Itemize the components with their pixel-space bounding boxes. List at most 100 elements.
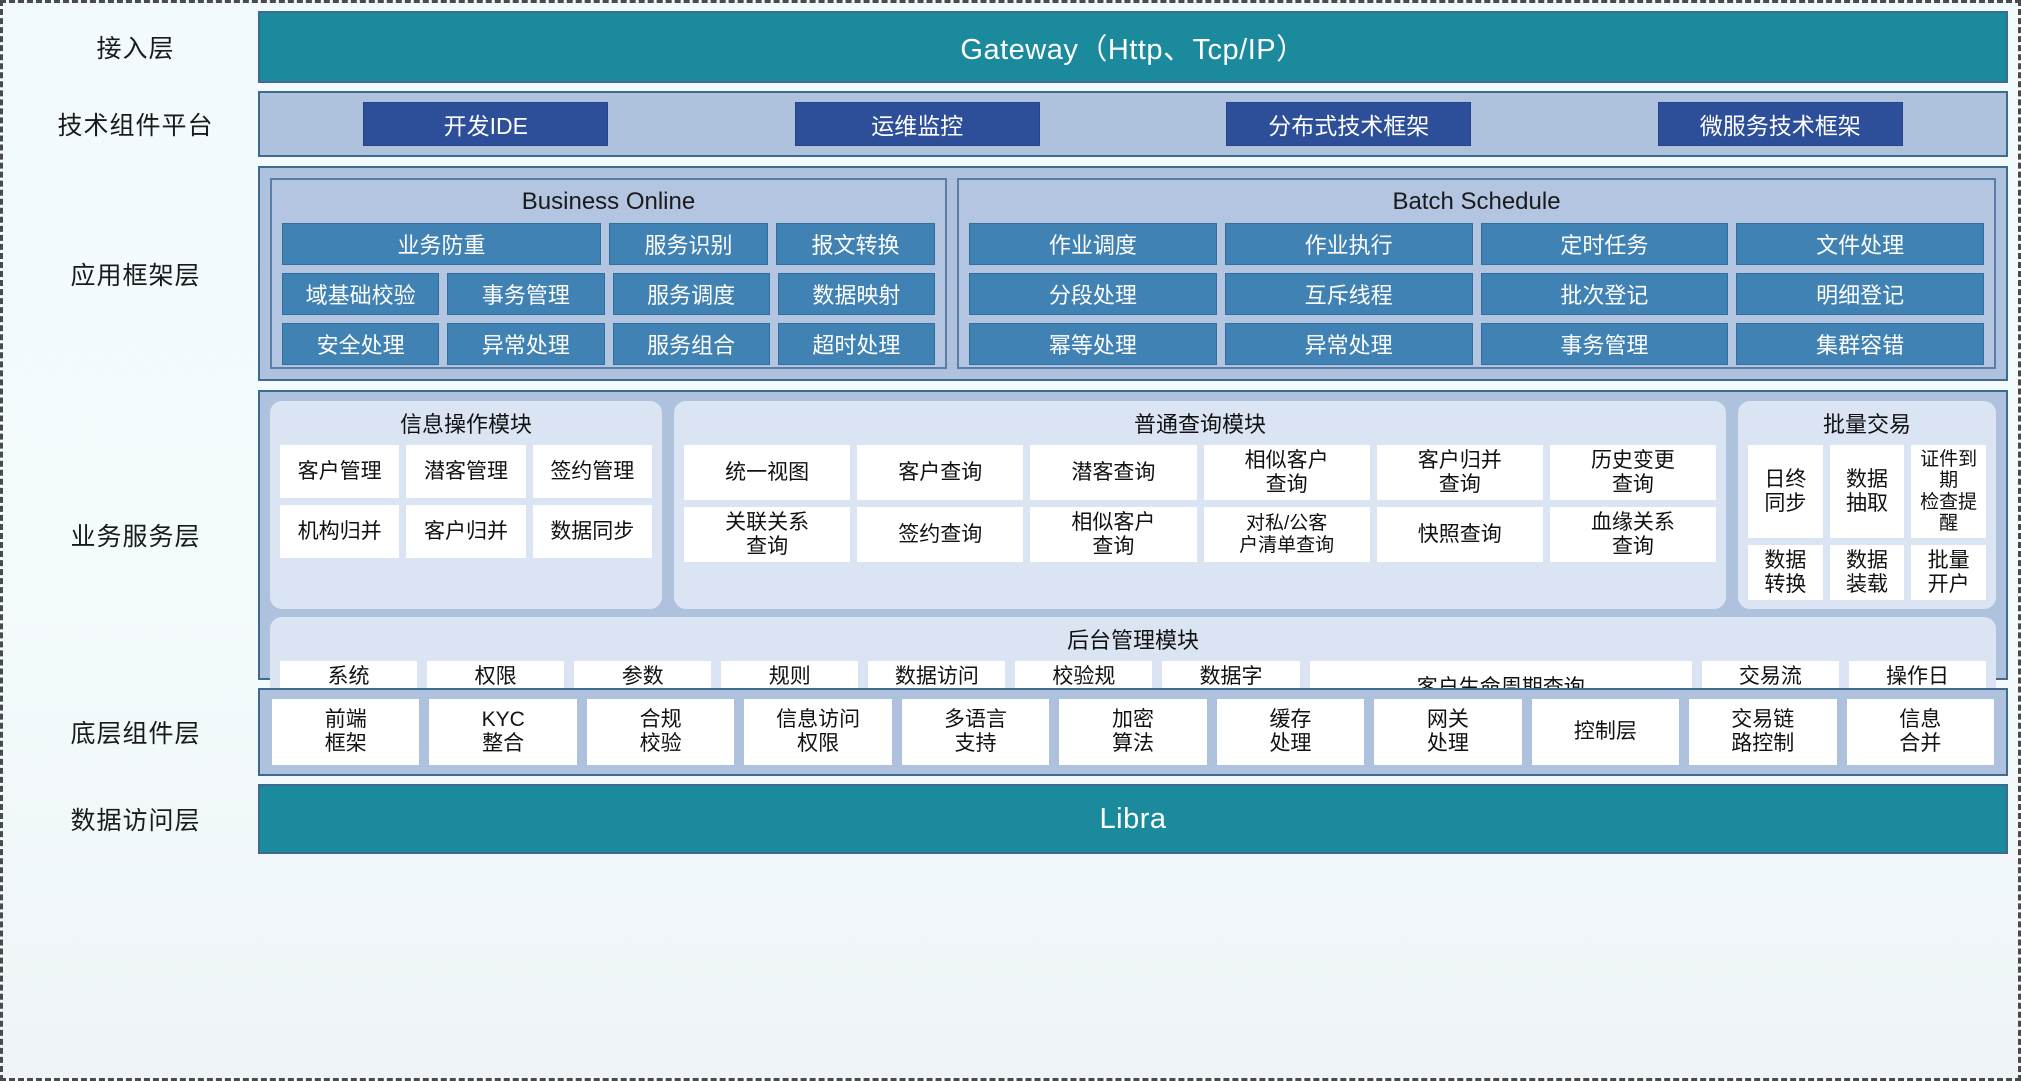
svc-cell-eod-sync[interactable]: 日终 同步 [1748,445,1823,539]
service-cards-row: 信息操作模块 客户管理 潜客管理 签约管理 机构归并 客户归并 数据同步 [270,401,1996,610]
app-cell-batch-exception-handling[interactable]: 异常处理 [1224,323,1473,365]
svc-cell-batch-account-open[interactable]: 批量 开户 [1911,545,1987,601]
app-cell-job-execution[interactable]: 作业执行 [1224,223,1473,265]
layer-label-service: 业务服务层 [70,522,201,551]
comp-cell-multilanguage-support[interactable]: 多语言 支持 [901,699,1050,765]
layer-label-tech: 技术组件平台 [57,111,214,140]
svc-cell-data-transform[interactable]: 数据 转换 [1748,545,1823,601]
comp-cell-info-access-permission[interactable]: 信息访问 权限 [744,699,892,765]
comp-cell-frontend-framework[interactable]: 前端 框架 [272,699,420,765]
comp-cell-kyc-integration[interactable]: KYC 整合 [429,699,577,765]
layer-row-service: 业务服务层 信息操作模块 客户管理 潜客管理 签约管理 机构归并 [13,390,2008,725]
svc-cell-snapshot-query[interactable]: 快照查询 [1376,507,1543,563]
svc-cell-similar-customer-query-2[interactable]: 相似客户 查询 [1030,507,1197,563]
svc-cell-customer-mgmt[interactable]: 客户管理 [280,445,400,498]
app-cell-segment-processing[interactable]: 分段处理 [969,273,1217,315]
tech-chip-ops-monitor[interactable]: 运维监控 [794,102,1040,146]
layer-row-component: 底层组件层 前端 框架 KYC 整合 合规 校验 信息访问 权限 多语言 支持 … [13,688,2008,776]
layer-body-app: Business Online 业务防重 服务识别 报文转换 域基础校验 事务管… [258,166,2008,381]
layer-body-component: 前端 框架 KYC 整合 合规 校验 信息访问 权限 多语言 支持 加密 算法 … [258,688,2008,776]
layer-body-access: Gateway（Http、Tcp/IP） [258,11,2008,83]
card-grid-batch-transaction: 日终 同步 数据 抽取 证件到期 检查提醒 数据 转换 数据 装载 批量 开户 [1748,445,1987,601]
app-cell-batch-registration[interactable]: 批次登记 [1480,273,1729,315]
tech-chip-strip: 开发IDE 运维监控 分布式技术框架 微服务技术框架 [260,95,2006,153]
app-row: 业务防重 服务识别 报文转换 [282,223,935,265]
app-cell-idempotent-processing[interactable]: 幂等处理 [969,323,1217,365]
comp-cell-compliance-check[interactable]: 合规 校验 [586,699,735,765]
svc-cell-customer-merge-query[interactable]: 客户归并 查询 [1376,445,1543,501]
app-cell-batch-transaction-mgmt[interactable]: 事务管理 [1480,323,1729,365]
svc-cell-org-merge[interactable]: 机构归并 [280,505,400,558]
app-cell-mutex-thread[interactable]: 互斥线程 [1224,273,1473,315]
app-cell-file-processing[interactable]: 文件处理 [1736,223,1984,265]
app-cell-detail-registration[interactable]: 明细登记 [1736,273,1984,315]
comp-cell-info-merge[interactable]: 信息 合并 [1846,699,1994,765]
svc-cell-private-corporate-list-query[interactable]: 对私/公客 户清单查询 [1203,507,1370,563]
layer-body-service: 信息操作模块 客户管理 潜客管理 签约管理 机构归并 客户归并 数据同步 [258,390,2008,725]
comp-cell-transaction-chain-control[interactable]: 交易链 路控制 [1689,699,1837,765]
app-cell-job-scheduling[interactable]: 作业调度 [969,223,1217,265]
svc-cell-contract-query[interactable]: 签约查询 [857,507,1024,563]
app-cell-cluster-fault-tolerance[interactable]: 集群容错 [1736,323,1984,365]
app-cell-transaction-mgmt[interactable]: 事务管理 [447,273,605,315]
card-title-batch-transaction: 批量交易 [1822,412,1911,437]
app-cell-message-transform[interactable]: 报文转换 [776,223,935,265]
card-row: 日终 同步 数据 抽取 证件到期 检查提醒 [1748,445,1987,539]
svc-cell-data-extract[interactable]: 数据 抽取 [1829,445,1905,539]
gateway-bar[interactable]: Gateway（Http、Tcp/IP） [258,11,2008,83]
app-row: 作业调度 作业执行 定时任务 文件处理 [969,223,1984,265]
app-cell-service-composition[interactable]: 服务组合 [612,323,770,365]
comp-cell-encryption-algorithm[interactable]: 加密 算法 [1059,699,1207,765]
app-group-business-online: Business Online 业务防重 服务识别 报文转换 域基础校验 事务管… [270,178,947,369]
card-row: 客户管理 潜客管理 签约管理 [280,445,652,498]
layer-label-app: 应用框架层 [70,260,201,290]
svc-cell-data-load[interactable]: 数据 装载 [1829,545,1905,601]
tech-chip-distributed-framework[interactable]: 分布式技术框架 [1226,102,1472,146]
app-cell-business-dedup[interactable]: 业务防重 [282,223,602,265]
svc-cell-unified-view[interactable]: 统一视图 [684,445,851,501]
svc-cell-contract-mgmt[interactable]: 签约管理 [532,445,652,498]
card-row: 机构归并 客户归并 数据同步 [280,505,652,558]
svc-cell-relationship-query[interactable]: 关联关系 查询 [684,507,851,563]
svc-cell-prospect-mgmt[interactable]: 潜客管理 [406,445,526,498]
tech-chip-microservice-framework[interactable]: 微服务技术框架 [1657,102,1903,146]
component-panel: 前端 框架 KYC 整合 合规 校验 信息访问 权限 多语言 支持 加密 算法 … [258,688,2008,776]
app-cell-timed-task[interactable]: 定时任务 [1480,223,1729,265]
svc-cell-lineage-query[interactable]: 血缘关系 查询 [1549,507,1717,563]
app-row: 安全处理 异常处理 服务组合 超时处理 [282,323,935,365]
app-cell-timeout-handling[interactable]: 超时处理 [777,323,935,365]
group-title-business-online: Business Online [521,188,696,215]
svc-cell-prospect-query[interactable]: 潜客查询 [1030,445,1197,501]
app-cell-data-mapping[interactable]: 数据映射 [777,273,935,315]
layer-row-app: 应用框架层 Business Online 业务防重 服务识别 报文转换 域基础… [13,166,2008,381]
layer-row-tech: 技术组件平台 开发IDE 运维监控 分布式技术框架 微服务技术框架 [13,91,2008,157]
app-row: 幂等处理 异常处理 事务管理 集群容错 [969,323,1984,365]
app-group-batch-schedule: Batch Schedule 作业调度 作业执行 定时任务 文件处理 分段处理 … [957,178,1996,369]
comp-cell-control-layer[interactable]: 控制层 [1531,699,1680,765]
app-cell-service-identify[interactable]: 服务识别 [609,223,769,265]
app-cell-service-dispatch[interactable]: 服务调度 [612,273,770,315]
comp-cell-gateway-processing[interactable]: 网关 处理 [1374,699,1522,765]
layer-body-tech: 开发IDE 运维监控 分布式技术框架 微服务技术框架 [258,91,2008,157]
comp-cell-cache-processing[interactable]: 缓存 处理 [1216,699,1365,765]
svc-cell-id-expiry-reminder[interactable]: 证件到期 检查提醒 [1911,445,1987,539]
svc-cell-similar-customer-query[interactable]: 相似客户 查询 [1203,445,1370,501]
app-cell-exception-handling[interactable]: 异常处理 [447,323,605,365]
card-title-info-operations: 信息操作模块 [399,412,532,437]
service-card-batch-transaction: 批量交易 日终 同步 数据 抽取 证件到期 检查提醒 数据 转换 数据 装载 批… [1738,401,1996,610]
app-cell-domain-validation[interactable]: 域基础校验 [282,273,440,315]
tech-chip-ide[interactable]: 开发IDE [363,102,609,146]
layer-label-access: 接入层 [96,34,175,63]
layer-row-data: 数据访问层 Libra [13,784,2008,854]
svc-cell-customer-query[interactable]: 客户查询 [857,445,1024,501]
svc-cell-history-change-query[interactable]: 历史变更 查询 [1549,445,1717,501]
group-title-batch-schedule: Batch Schedule [1392,188,1561,215]
card-grid-common-query: 统一视图 客户查询 潜客查询 相似客户 查询 客户归并 查询 历史变更 查询 关… [684,445,1717,563]
libra-bar[interactable]: Libra [258,784,2008,854]
svc-cell-customer-merge[interactable]: 客户归并 [406,505,526,558]
card-row: 关联关系 查询 签约查询 相似客户 查询 对私/公客 户清单查询 快照查询 血缘… [684,507,1717,563]
card-title-common-query: 普通查询模块 [1133,412,1266,437]
svc-cell-data-sync[interactable]: 数据同步 [532,505,652,558]
app-cell-security-processing[interactable]: 安全处理 [282,323,440,365]
